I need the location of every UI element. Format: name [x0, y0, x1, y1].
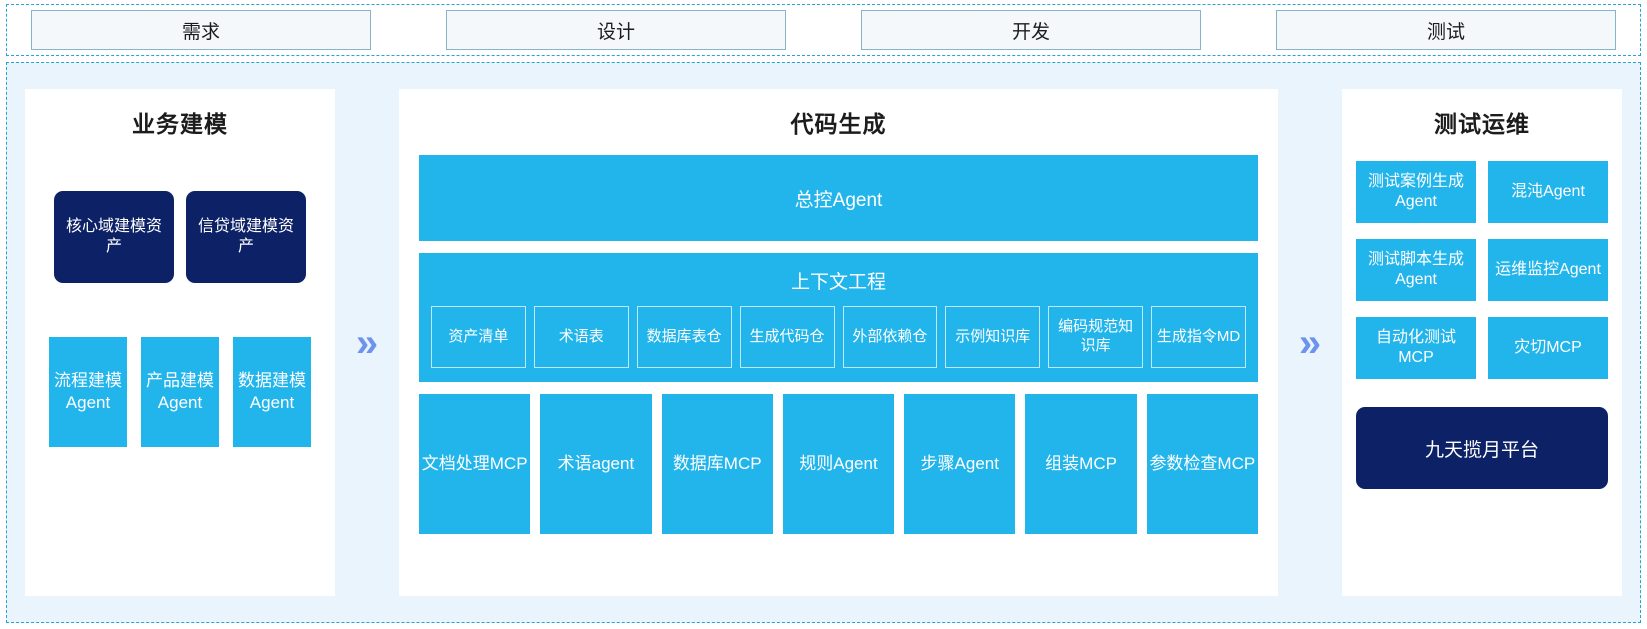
platform-card-jiutian-lanyue[interactable]: 九天揽月平台: [1356, 407, 1608, 489]
test-card-ops-monitoring-agent[interactable]: 运维监控Agent: [1488, 239, 1608, 301]
tool-card-database-mcp[interactable]: 数据库MCP: [661, 394, 773, 534]
test-card-label: 测试脚本生成Agent: [1367, 251, 1464, 288]
context-chip-label: 生成代码仓: [749, 327, 825, 345]
panel-title-code-generation: 代码生成: [790, 111, 887, 137]
context-chip-example-knowledge-base[interactable]: 示例知识库: [945, 306, 1041, 368]
platform-card-label: 九天揽月平台: [1424, 439, 1539, 461]
phase-label: 需求: [181, 21, 220, 43]
phase-label: 设计: [596, 21, 635, 43]
panel-business-modeling: 业务建模 核心域建模资产 信贷域建模资产 流程建模Agent 产品建模Agent…: [25, 89, 335, 596]
context-chip-generation-instruction-md[interactable]: 生成指令MD: [1151, 306, 1246, 368]
context-chip-label: 术语表: [558, 327, 604, 345]
tool-card-rule-agent[interactable]: 规则Agent: [782, 394, 895, 534]
test-card-label: 运维监控Agent: [1495, 261, 1601, 278]
context-chip-generated-code-repo[interactable]: 生成代码仓: [739, 306, 835, 368]
tool-card-step-agent[interactable]: 步骤Agent: [904, 394, 1016, 534]
modeling-agent-product[interactable]: 产品建模Agent: [141, 337, 219, 447]
double-chevron-right-icon: »: [1298, 320, 1322, 365]
phase-label: 测试: [1426, 21, 1465, 43]
tool-card-label: 组装MCP: [1045, 453, 1117, 473]
modeling-agent-label: 产品建模Agent: [146, 370, 214, 412]
flow-arrow-right: »: [1278, 89, 1342, 596]
master-agent-label: 总控Agent: [794, 189, 883, 211]
context-chip-external-dependency-repo[interactable]: 外部依赖仓: [842, 306, 938, 368]
context-engineering-title: 上下文工程: [790, 272, 886, 293]
test-card-label: 自动化测试MCP: [1375, 329, 1456, 366]
tool-card-label: 参数检查MCP: [1149, 453, 1256, 473]
phase-label: 开发: [1011, 21, 1050, 43]
phase-box-testing[interactable]: 测试: [1276, 10, 1616, 50]
phase-box-requirements[interactable]: 需求: [31, 10, 371, 50]
context-chip-row: 资产清单 术语表 数据库表仓 生成代码仓 外部依赖仓 示例知: [431, 306, 1246, 368]
test-card-label: 测试案例生成Agent: [1367, 173, 1464, 210]
tool-card-document-processing-mcp[interactable]: 文档处理MCP: [419, 394, 531, 534]
tool-card-label: 数据库MCP: [672, 453, 762, 473]
phase-box-design[interactable]: 设计: [446, 10, 786, 50]
tool-card-label: 步骤Agent: [920, 453, 999, 473]
context-chip-label: 生成指令MD: [1156, 327, 1241, 345]
panel-code-generation: 代码生成 总控Agent 上下文工程 资产清单 术语表 数据库表仓: [399, 89, 1278, 596]
modeling-agent-process[interactable]: 流程建模Agent: [49, 337, 127, 447]
asset-card-label: 信贷域建模资产: [197, 218, 294, 255]
asset-card-credit-domain[interactable]: 信贷域建模资产: [186, 191, 306, 283]
asset-card-label: 核心域建模资产: [65, 218, 162, 255]
modeling-agent-row: 流程建模Agent 产品建模Agent 数据建模Agent: [39, 337, 321, 447]
phase-strip: 需求 设计 开发 测试: [6, 4, 1641, 56]
flow-arrow-left: »: [335, 89, 399, 596]
panel-test-ops: 测试运维 测试案例生成Agent 混沌Agent 测试脚本生成Agent 运维监…: [1342, 89, 1622, 596]
modeling-agent-label: 流程建模Agent: [54, 370, 122, 412]
tool-card-label: 文档处理MCP: [421, 453, 528, 473]
test-card-script-generation-agent[interactable]: 测试脚本生成Agent: [1356, 239, 1476, 301]
context-chip-label: 编码规范知识库: [1058, 318, 1134, 354]
test-ops-card-grid: 测试案例生成Agent 混沌Agent 测试脚本生成Agent 运维监控Agen…: [1356, 161, 1608, 379]
test-card-label: 灾切MCP: [1514, 339, 1582, 356]
context-chip-label: 资产清单: [448, 327, 509, 345]
master-agent-bar[interactable]: 总控Agent: [419, 155, 1258, 241]
context-engineering-block: 上下文工程 资产清单 术语表 数据库表仓 生成代码仓 外部依赖仓: [419, 253, 1258, 382]
modeling-agent-label: 数据建模Agent: [238, 370, 306, 412]
test-card-chaos-agent[interactable]: 混沌Agent: [1488, 161, 1608, 223]
tool-card-glossary-agent[interactable]: 术语agent: [540, 394, 652, 534]
test-card-automated-testing-mcp[interactable]: 自动化测试MCP: [1356, 317, 1476, 379]
asset-card-row: 核心域建模资产 信贷域建模资产: [39, 191, 321, 283]
context-chip-label: 外部依赖仓: [852, 327, 928, 345]
context-chip-glossary[interactable]: 术语表: [533, 306, 629, 368]
context-chip-coding-standard-knowledge-base[interactable]: 编码规范知识库: [1048, 306, 1144, 368]
panel-title-test-ops: 测试运维: [1434, 111, 1530, 137]
tool-card-label: 规则Agent: [799, 453, 878, 473]
tool-card-label: 术语agent: [557, 453, 635, 473]
tool-card-assembly-mcp[interactable]: 组装MCP: [1025, 394, 1137, 534]
test-card-disaster-switch-mcp[interactable]: 灾切MCP: [1488, 317, 1608, 379]
test-card-case-generation-agent[interactable]: 测试案例生成Agent: [1356, 161, 1476, 223]
phase-box-development[interactable]: 开发: [861, 10, 1201, 50]
modeling-agent-data[interactable]: 数据建模Agent: [233, 337, 311, 447]
main-canvas: 业务建模 核心域建模资产 信贷域建模资产 流程建模Agent 产品建模Agent…: [6, 62, 1641, 623]
tool-card-row: 文档处理MCP 术语agent 数据库MCP 规则Agent 步骤Agent 组…: [419, 394, 1258, 534]
tool-card-parameter-check-mcp[interactable]: 参数检查MCP: [1146, 394, 1258, 534]
context-chip-db-table-repo[interactable]: 数据库表仓: [636, 306, 732, 368]
panel-title-business-modeling: 业务建模: [132, 111, 228, 137]
context-chip-label: 示例知识库: [955, 327, 1031, 345]
test-card-label: 混沌Agent: [1511, 183, 1585, 200]
context-chip-asset-inventory[interactable]: 资产清单: [431, 306, 526, 368]
asset-card-core-domain[interactable]: 核心域建模资产: [54, 191, 174, 283]
double-chevron-right-icon: »: [355, 320, 379, 365]
context-chip-label: 数据库表仓: [646, 327, 722, 345]
